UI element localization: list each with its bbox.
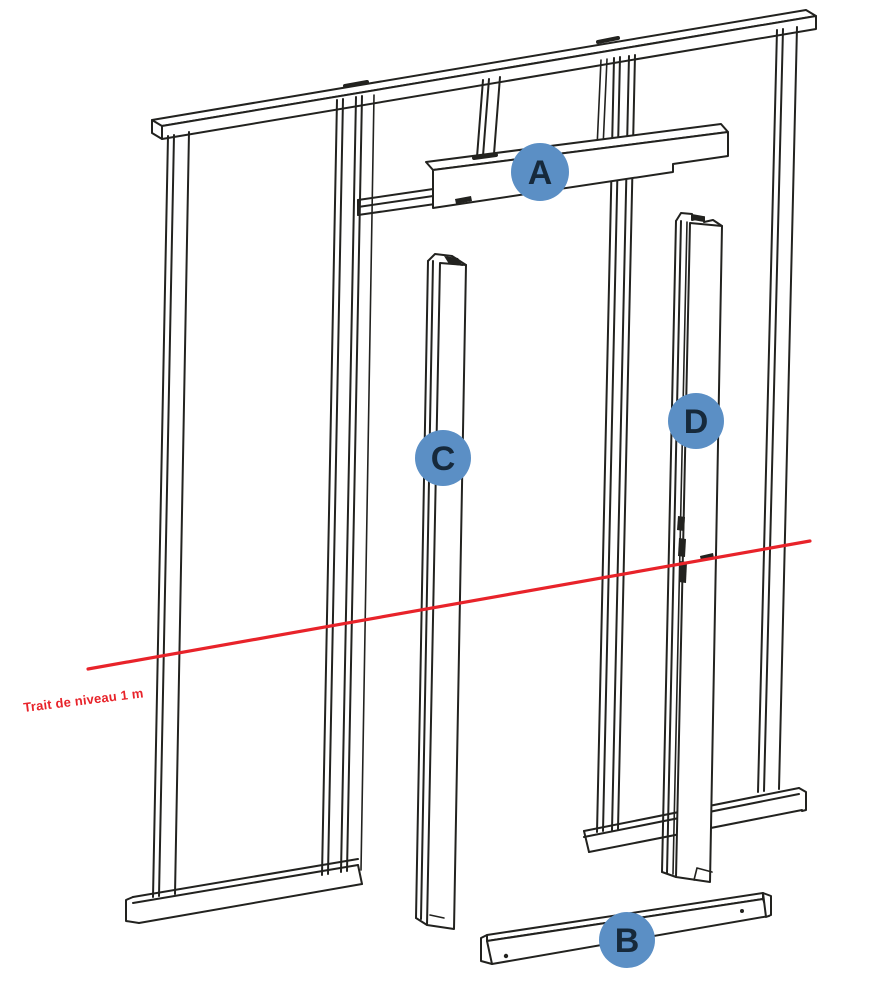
door-left-jamb-stud xyxy=(321,94,375,876)
stud-joint-mark xyxy=(343,80,369,88)
header-part-a xyxy=(425,123,729,209)
badge-a-circle xyxy=(511,143,569,201)
screw-hole xyxy=(740,909,744,913)
door-right-jamb-stud xyxy=(595,54,636,833)
right-edge-stud xyxy=(757,26,798,793)
badge-a: A xyxy=(511,143,569,201)
left-edge-stud xyxy=(152,131,190,898)
part-badges: A C D B xyxy=(415,143,724,968)
screw-hole xyxy=(503,953,509,959)
badge-d-circle xyxy=(668,393,724,449)
badge-c-circle xyxy=(415,430,471,486)
pencil-mark xyxy=(678,538,686,557)
stud-joint-mark xyxy=(596,36,620,44)
badge-c-letter: C xyxy=(431,440,456,478)
top-rail xyxy=(151,9,817,140)
badge-b: B xyxy=(599,912,655,968)
stud-part-d xyxy=(661,212,723,883)
badge-d: D xyxy=(668,393,724,449)
level-line-label: Trait de niveau 1 m xyxy=(23,685,145,715)
badge-a-letter: A xyxy=(528,154,553,192)
stud-part-c xyxy=(415,253,467,930)
pencil-mark xyxy=(677,516,685,531)
badge-c: C xyxy=(415,430,471,486)
badge-b-letter: B xyxy=(615,922,640,960)
door-head-rail xyxy=(357,187,443,216)
pencil-mark xyxy=(679,561,687,583)
badge-b-circle xyxy=(599,912,655,968)
top-center-short-stud xyxy=(476,76,501,158)
badge-d-letter: D xyxy=(684,403,709,441)
level-line xyxy=(86,539,812,671)
bottom-left-floor-rail xyxy=(125,858,363,924)
